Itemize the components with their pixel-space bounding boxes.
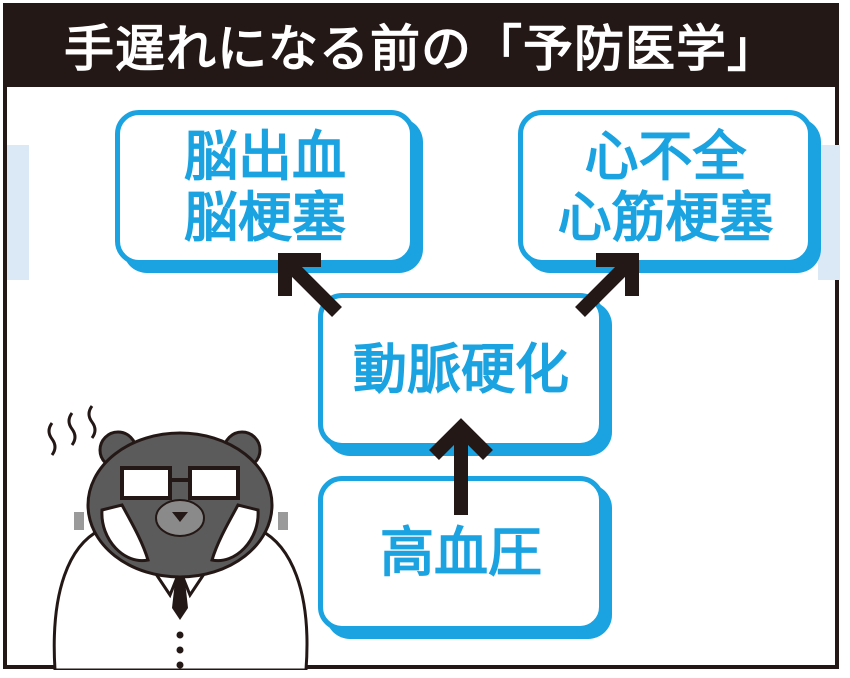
background-band-left [7, 145, 29, 280]
arrow-hypertension-to-arteriosclerosis [429, 418, 493, 515]
background-band-right [818, 145, 840, 280]
worried-bear-in-glasses-icon [47, 405, 309, 670]
box-stroke-line-1: 脳出血 [184, 125, 346, 189]
arrow-to-heart-disease [575, 253, 639, 317]
box-heart-line-2: 心筋梗塞 [557, 185, 774, 249]
box-stroke-line-2: 脳梗塞 [184, 185, 346, 249]
box-arteriosclerosis: 動脈硬化 [318, 293, 604, 448]
arrow-to-stroke-disease [278, 253, 342, 317]
diagram-title: 手遅れになる前の「予防医学」 [3, 3, 839, 87]
box-stroke-disease: 脳出血 脳梗塞 [115, 110, 415, 265]
box-heart-line-1: 心不全 [584, 125, 747, 189]
box-arteriosclerosis-label: 動脈硬化 [353, 338, 569, 402]
box-heart-disease: 心不全 心筋梗塞 [518, 110, 813, 265]
box-hypertension-label: 高血圧 [380, 521, 542, 585]
